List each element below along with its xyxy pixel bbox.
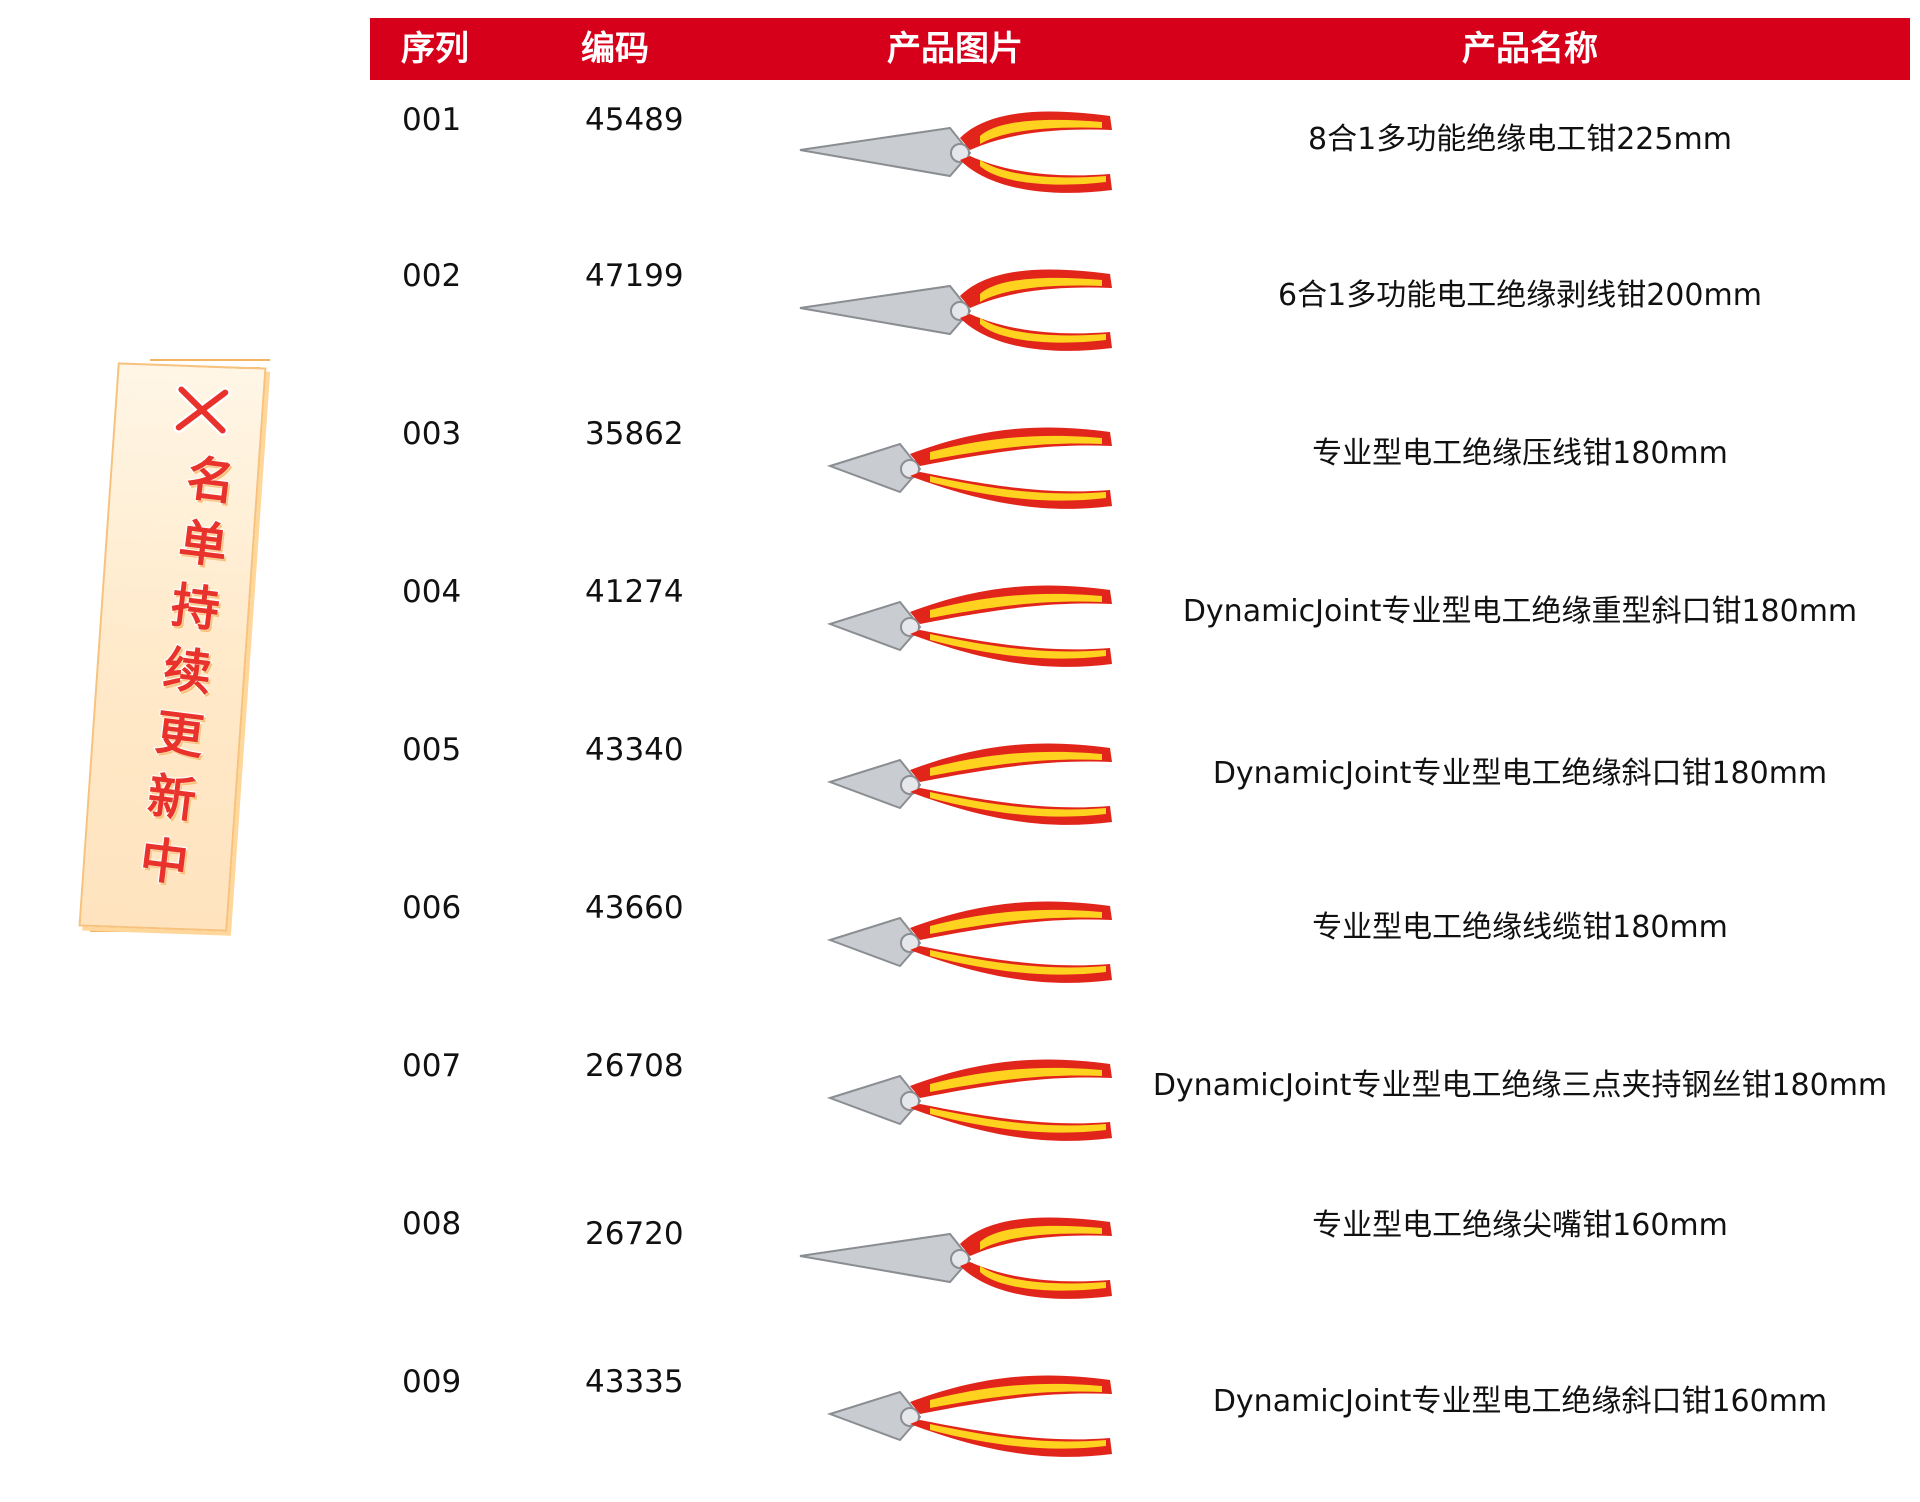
- table-row: 006 43660 专业型电工绝缘线缆钳180mm: [370, 870, 1910, 1028]
- row-seq: 003: [402, 416, 462, 452]
- row-seq: 005: [402, 732, 462, 768]
- banner-char: 新: [144, 767, 200, 830]
- row-product-name: 6合1多功能电工绝缘剥线钳200mm: [1278, 278, 1762, 313]
- header-code: 编码: [581, 29, 649, 69]
- row-seq: 007: [402, 1048, 462, 1084]
- row-product-name: DynamicJoint专业型电工绝缘三点夹持钢丝钳180mm: [1152, 1068, 1888, 1103]
- banner-char: 持: [167, 576, 223, 639]
- row-code: 43335: [585, 1364, 684, 1400]
- table-row: 009 43335 DynamicJoint专业型电工绝缘斜口钳160mm: [370, 1344, 1910, 1502]
- table-row: 005 43340 DynamicJoint专业型电工绝缘斜口钳180mm: [370, 712, 1910, 870]
- banner-char: 中: [136, 830, 192, 893]
- banner-char: 名: [183, 449, 239, 512]
- product-table: 序列 编码 产品图片 产品名称 001 45489 8合1多功能绝缘电工钳225…: [370, 18, 1910, 1502]
- wire-multi-tool-pliers-icon: [790, 98, 1120, 208]
- banner-char: 续: [159, 640, 215, 703]
- row-product-name: 8合1多功能绝缘电工钳225mm: [1308, 122, 1732, 157]
- row-product-name: 专业型电工绝缘压线钳180mm: [1312, 436, 1728, 471]
- combination-pliers-pliers-icon: [790, 1046, 1120, 1156]
- banner-char: 单: [175, 513, 231, 576]
- row-product-name: DynamicJoint专业型电工绝缘重型斜口钳180mm: [1182, 594, 1858, 629]
- row-code: 35862: [585, 416, 684, 452]
- row-code: 47199: [585, 258, 684, 294]
- row-seq: 001: [402, 102, 462, 138]
- row-code: 26720: [585, 1216, 684, 1252]
- row-seq: 008: [402, 1206, 462, 1242]
- row-product-name: 专业型电工绝缘线缆钳180mm: [1312, 910, 1728, 945]
- table-header: 序列 编码 产品图片 产品名称: [370, 18, 1910, 80]
- table-row: 004 41274 DynamicJoint专业型电工绝缘重型斜口钳180mm: [370, 554, 1910, 712]
- row-seq: 006: [402, 890, 462, 926]
- needle-nose-pliers-pliers-icon: [790, 1204, 1120, 1314]
- row-code: 43340: [585, 732, 684, 768]
- diagonal-cutter-pliers-icon: [790, 730, 1120, 840]
- cross-icon: [173, 384, 231, 436]
- row-code: 45489: [585, 102, 684, 138]
- cable-cutter-pliers-icon: [790, 888, 1120, 998]
- table-row: 002 47199 6合1多功能电工绝缘剥线钳200mm: [370, 238, 1910, 396]
- table-row: 001 45489 8合1多功能绝缘电工钳225mm: [370, 80, 1910, 238]
- row-product-name: 专业型电工绝缘尖嘴钳160mm: [1312, 1208, 1728, 1243]
- diagonal-cutter-small-pliers-icon: [790, 1362, 1120, 1472]
- table-body: 001 45489 8合1多功能绝缘电工钳225mm 002 47199 6合1…: [370, 80, 1910, 1502]
- banner-deco-line: [90, 930, 180, 932]
- header-seq: 序列: [401, 29, 469, 69]
- wire-stripper-pliers-icon: [790, 256, 1120, 366]
- row-code: 26708: [585, 1048, 684, 1084]
- banner-char: 更: [151, 703, 207, 766]
- crimping-pliers-pliers-icon: [790, 414, 1120, 524]
- heavy-diagonal-cutter-pliers-icon: [790, 572, 1120, 682]
- header-image: 产品图片: [887, 29, 1023, 69]
- header-name: 产品名称: [1462, 29, 1598, 69]
- row-product-name: DynamicJoint专业型电工绝缘斜口钳160mm: [1212, 1384, 1828, 1419]
- table-row: 008 26720 专业型电工绝缘尖嘴钳160mm: [370, 1186, 1910, 1344]
- row-seq: 009: [402, 1364, 462, 1400]
- row-seq: 004: [402, 574, 462, 610]
- table-row: 003 35862 专业型电工绝缘压线钳180mm: [370, 396, 1910, 554]
- row-code: 43660: [585, 890, 684, 926]
- row-seq: 002: [402, 258, 462, 294]
- update-banner: 名 单 持 续 更 新 中: [78, 359, 270, 932]
- banner-deco-line: [150, 359, 270, 361]
- row-code: 41274: [585, 574, 684, 610]
- row-product-name: DynamicJoint专业型电工绝缘斜口钳180mm: [1212, 756, 1828, 791]
- table-row: 007 26708 DynamicJoint专业型电工绝缘三点夹持钢丝钳180m…: [370, 1028, 1910, 1186]
